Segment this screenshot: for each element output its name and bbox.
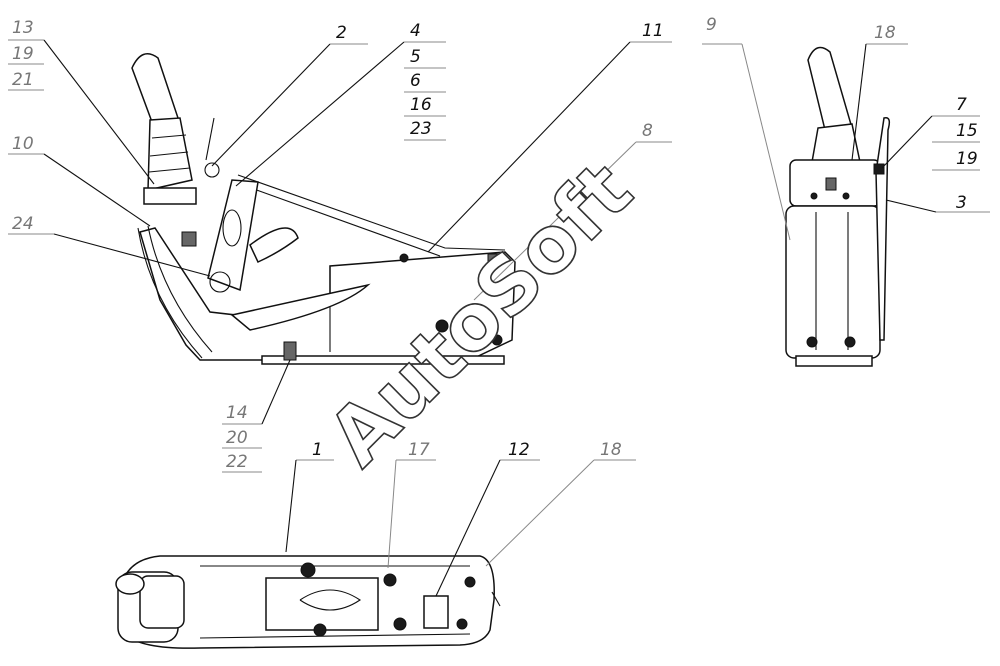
joystick-grip xyxy=(131,53,179,125)
arc-slot xyxy=(230,283,371,331)
callout-17: 17 xyxy=(408,440,430,460)
top-rail xyxy=(237,174,506,251)
top-grip xyxy=(139,575,185,629)
callout-3: 3 xyxy=(956,193,967,213)
grip-knob xyxy=(115,573,145,595)
housing-base xyxy=(139,227,516,361)
front-view-assembly xyxy=(785,46,891,367)
callout-18-bottom: 18 xyxy=(600,440,622,460)
callout-7: 7 xyxy=(956,95,967,115)
connector xyxy=(423,595,449,629)
callout-1: 1 xyxy=(312,440,323,460)
inner-frame xyxy=(265,577,379,631)
callout-4: 4 xyxy=(410,21,421,41)
side-knob xyxy=(873,163,885,175)
side-view-assembly xyxy=(131,53,516,365)
callout-2: 2 xyxy=(336,23,347,43)
boot-collar xyxy=(143,187,197,205)
callout-9: 9 xyxy=(706,15,717,35)
callout-14: 14 xyxy=(226,403,248,423)
callout-24: 24 xyxy=(12,214,34,234)
hook xyxy=(249,227,299,263)
callout-15: 15 xyxy=(956,121,978,141)
top-view-assembly xyxy=(115,555,501,649)
callout-23: 23 xyxy=(410,119,432,139)
callout-22: 22 xyxy=(226,452,248,472)
callout-5: 5 xyxy=(410,47,421,67)
front-body xyxy=(785,205,881,359)
front-base xyxy=(795,355,873,367)
callout-8: 8 xyxy=(642,121,653,141)
callout-13: 13 xyxy=(12,18,34,38)
latch xyxy=(487,253,501,265)
callout-16: 16 xyxy=(410,95,432,115)
callout-21: 21 xyxy=(12,70,34,90)
callout-12: 12 xyxy=(508,440,530,460)
front-shell xyxy=(137,227,203,359)
callout-18-top: 18 xyxy=(874,23,896,43)
callout-labels: 13 19 21 10 24 2 4 5 6 16 23 11 8 14 20 … xyxy=(12,15,978,472)
fastener-b xyxy=(435,319,449,333)
callout-6: 6 xyxy=(410,71,421,91)
base-plate xyxy=(261,355,505,365)
callout-20: 20 xyxy=(226,428,248,448)
callout-19-left: 19 xyxy=(12,44,34,64)
antenna xyxy=(205,117,215,161)
callout-11: 11 xyxy=(642,21,664,41)
front-grip xyxy=(807,46,853,135)
fastener-c xyxy=(491,334,503,346)
callout-19-right: 19 xyxy=(956,149,978,169)
base-bolt xyxy=(283,341,297,361)
side-block xyxy=(181,231,197,247)
callout-10: 10 xyxy=(12,134,34,154)
fastener-a xyxy=(399,253,409,263)
leader-lines xyxy=(8,39,990,597)
